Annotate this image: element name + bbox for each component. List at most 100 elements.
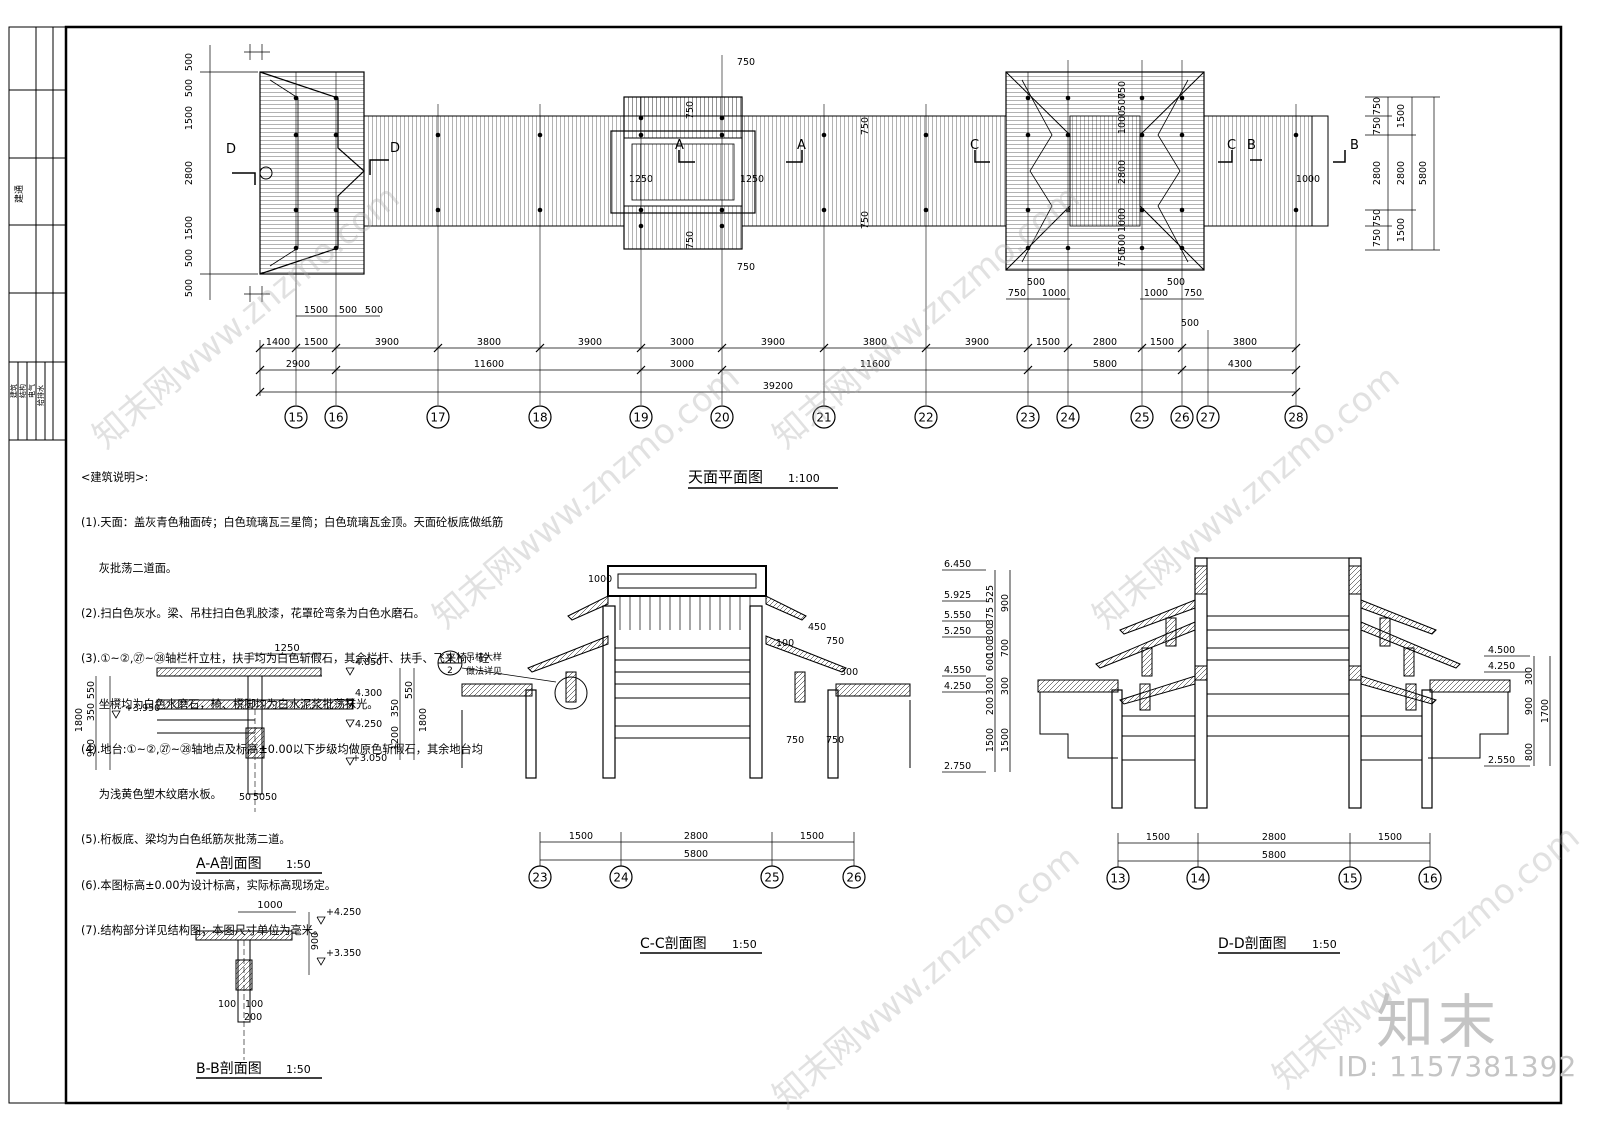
dim-east-v-4: 500 [1117,234,1128,252]
dim-row2-2: 3000 [670,359,694,370]
section-mark-a-left: A [675,138,684,153]
plan-axis-label: 28 [1288,411,1303,425]
dim-east-v-0: 500 [1117,93,1128,111]
cc-callout-note-2: 做法详见 [466,665,502,677]
aa-level-1: 4.300 [355,688,382,699]
brand-id: ID: 1157381392 [1337,1050,1578,1083]
dd-axis-label: 15 [1342,872,1357,886]
section-mark-b-right: B [1350,138,1359,153]
roof-plan: D D A A C C B B 1400 150 [184,44,1440,489]
cc-callout-note-1: 吊柱大样 [466,651,502,663]
bb-scale: 1:50 [286,1063,311,1076]
cc-axis-circle [609,865,633,889]
cc-axis-circle [842,865,866,889]
cc-dim-100: 100 [776,638,794,649]
dim-top-left-0: 1500 [304,305,328,316]
title-block [9,27,66,441]
section-mark-d-right: D [390,141,400,156]
dim-small-2: 500 [1181,318,1199,329]
plan-axis-circle [1284,405,1308,429]
dim-center-1250-left: 1250 [629,174,653,185]
cc-dim-750-a: 750 [786,735,804,746]
dd-axis-circle [1106,866,1130,890]
bb-bottom-dim-0: 100 [218,999,236,1010]
bb-top-dim: 1000 [257,900,282,911]
cc-level-dim-3: 100 [985,639,996,657]
dim-right-outer-0: 1500 [1396,104,1407,128]
inner-frame [64,25,1563,1105]
aa-right-dim-0: 350 [390,699,401,717]
section-mark-b-left: B [1247,138,1256,153]
plan-axis-label: 16 [328,411,343,425]
dim-east-v-2: 2800 [1117,160,1128,184]
dim-east-v-5: 750 [1117,81,1128,99]
dim-row2-5: 4300 [1228,359,1252,370]
dd-dim-0: 1500 [1146,832,1170,843]
notes-line-4: (3).①~②,㉗~㉘轴栏杆立柱，扶手均为白色斩假石，其余栏杆、扶手、飞来椅、砼 [81,652,490,666]
plan-axis-circle [1196,405,1220,429]
dim-row1-8: 3900 [965,337,989,348]
plan-scale: 1:100 [788,472,820,485]
aa-top-dim: 1250 [274,643,299,654]
aa-level-0: 4.850 [355,657,382,668]
plan-axis-label: 25 [1134,411,1149,425]
cc-level-1: 5.925 [944,590,971,601]
dim-center-v-0: 750 [685,101,696,119]
dim-row1-9: 1500 [1036,337,1060,348]
bb-title: B-B剖面图 [196,1061,262,1077]
section-bb: 1000 +4.250 +3.350 900 100 100 200 B-B剖面… [195,900,361,1079]
dd-dim-total: 5800 [1262,850,1286,861]
plan-title: 天面平面图 [688,468,763,486]
dd-right-dim-2: 800 [1524,743,1535,761]
aa-level-2: 4.250 [355,719,382,730]
plan-axis-label: 26 [1174,411,1189,425]
plan-axis-circle [1130,405,1154,429]
cc-level-2: 5.550 [944,610,971,621]
design-notes: <建筑说明>: (1).天面：盖灰青色釉面砖；白色琉璃瓦三星筒；白色琉璃瓦金顶。… [81,440,601,953]
plan-axis-circle [284,405,308,429]
dim-right-mid-1: 750 [1372,117,1383,135]
dim-right-mid-2800: 2800 [1372,161,1383,185]
aa-left-dim-2: 900 [86,739,97,757]
plan-axis-circle [324,405,348,429]
plan-axis-label: 23 [1020,411,1035,425]
aa-level-4: +3.950 [125,703,160,714]
dim-small-0: 500 [1027,277,1045,288]
dim-row1-10: 2800 [1093,337,1117,348]
dim-top-left-1: 500 [339,305,357,316]
aa-right-dim-4: 1800 [418,708,429,732]
bb-right-dim: 900 [310,932,321,950]
dim-row1-4: 3900 [578,337,602,348]
plan-axis-label: 20 [714,411,729,425]
plan-axis-circle [1056,405,1080,429]
plan-axis-label: 27 [1200,411,1215,425]
dim-left-0: 500 [184,53,195,71]
dim-right-outer-1: 2800 [1396,161,1407,185]
notes-heading: <建筑说明>: [81,471,149,485]
dd-scale: 1:50 [1312,938,1337,951]
dim-east-v-1: 1000 [1117,110,1128,134]
dd-right-dim-3: 1700 [1540,699,1551,723]
section-mark-c-right: C [1227,138,1236,153]
dd-axis-circle [1338,866,1362,890]
dd-axis-circle [1418,866,1442,890]
cc-axis-label: 25 [764,871,779,885]
plan-axis-label: 22 [918,411,933,425]
cc-level-6: 2.750 [944,761,971,772]
dim-row2-1: 11600 [474,359,504,370]
section-aa: 1250 4.850 4.300 4.250 +3.050 +3.950 550… [74,643,429,874]
dim-row2-4: 5800 [1093,359,1117,370]
aa-bottom-dim-0: 50 [239,792,251,803]
notes-line-1: (1).天面：盖灰青色釉面砖；白色琉璃瓦三星筒；白色琉璃瓦金顶。天面砼板底做纸筋 [81,516,504,530]
dim-east-a-2: 1000 [1144,288,1168,299]
dim-total: 39200 [763,381,793,392]
plan-axis-circle [426,405,450,429]
notes-line-3: (2).扫白色灰水。梁、吊柱扫白色乳胶漆，花罩砼弯条为白色水磨石。 [81,607,425,621]
dd-axis-label: 14 [1190,872,1205,886]
cc-dim-300: 300 [840,667,858,678]
dd-axis-circle [1186,866,1210,890]
dd-axis-label: 16 [1422,872,1437,886]
dim-left-4: 1500 [184,216,195,240]
cc-title: C-C剖面图 [640,936,707,952]
